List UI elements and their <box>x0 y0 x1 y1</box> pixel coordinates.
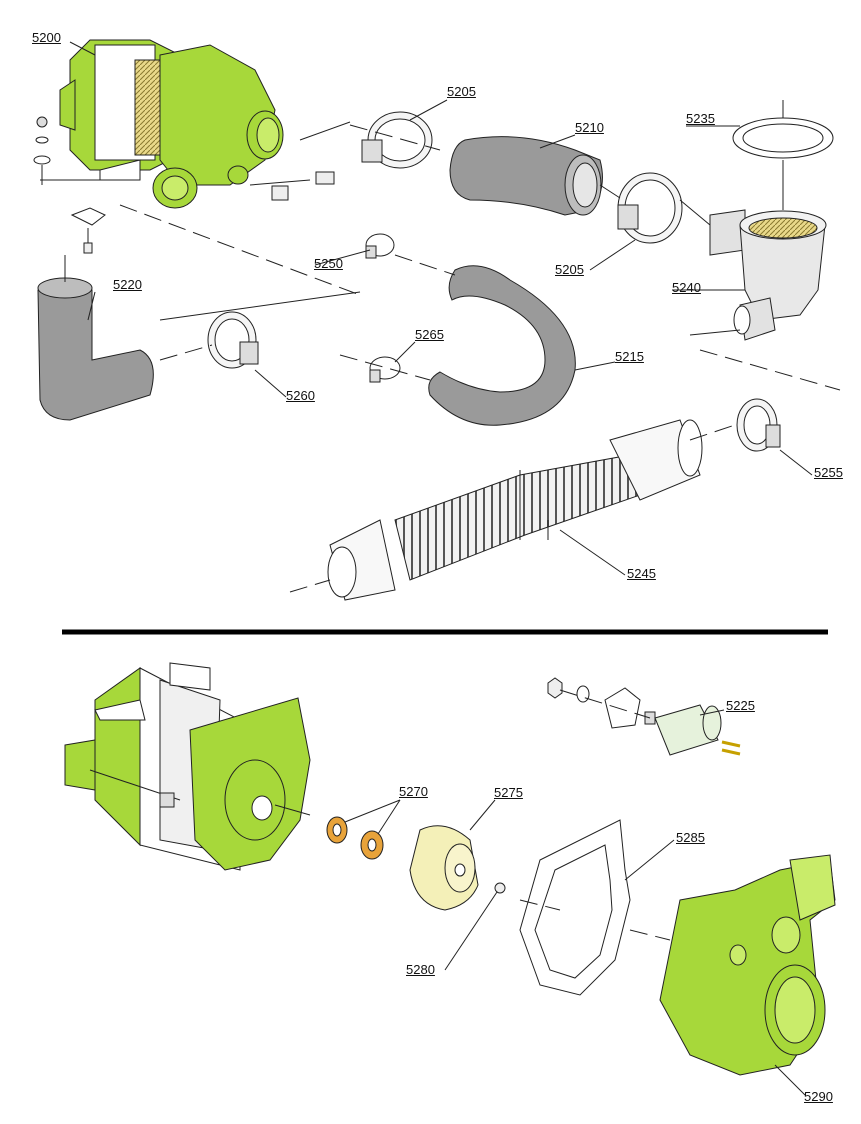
strainer-housing-5240 <box>709 160 827 341</box>
hose-clamp-5250 <box>365 233 395 259</box>
label-5245: 5245 <box>627 566 656 581</box>
hose-clamp-5255 <box>736 398 781 452</box>
label-5225: 5225 <box>726 698 755 713</box>
label-5285: 5285 <box>676 830 705 845</box>
impeller-5275 <box>409 825 479 911</box>
nut-5280 <box>494 882 506 894</box>
nut-washer-stack <box>33 116 51 185</box>
label-5220: 5220 <box>113 277 142 292</box>
assembly-axis-lines-top <box>119 124 841 593</box>
label-5205-b: 5205 <box>555 262 584 277</box>
pump-motor-5200 <box>40 39 284 209</box>
leader-lines-bottom <box>344 709 806 1096</box>
u-hose-5215 <box>428 265 576 426</box>
label-5235: 5235 <box>686 111 715 126</box>
assembly-lines-solid <box>159 121 741 336</box>
corrugated-hose-5245 <box>327 419 703 601</box>
hose-clamp-5260 <box>207 311 259 369</box>
label-5240: 5240 <box>672 280 701 295</box>
label-5205-a: 5205 <box>447 84 476 99</box>
hose-clamp-5265 <box>369 356 401 383</box>
label-5265: 5265 <box>415 327 444 342</box>
leader-lines-top <box>69 41 813 576</box>
sealing-ring-5235 <box>732 100 834 159</box>
label-5280: 5280 <box>406 962 435 977</box>
label-5215: 5215 <box>615 349 644 364</box>
motor-body <box>64 662 311 871</box>
elbow-hose-5220 <box>37 255 154 421</box>
label-5250: 5250 <box>314 256 343 271</box>
capacitor-assembly-5225 <box>547 677 741 756</box>
label-5270: 5270 <box>399 784 428 799</box>
bracket-screw <box>70 207 106 254</box>
bearing-5270-a <box>326 816 348 844</box>
pump-housing-5290 <box>659 854 836 1076</box>
label-5290: 5290 <box>804 1089 833 1104</box>
drain-fittings <box>271 171 335 201</box>
label-5210: 5210 <box>575 120 604 135</box>
hose-5210 <box>449 136 603 216</box>
gasket-5285 <box>519 819 631 996</box>
label-5200: 5200 <box>32 30 61 45</box>
hose-clamp-5205-a <box>361 111 433 169</box>
label-5255: 5255 <box>814 465 843 480</box>
hose-clamp-5205-b <box>617 172 683 244</box>
label-5260: 5260 <box>286 388 315 403</box>
assembly-axis-lines-bottom <box>519 689 671 941</box>
bearing-5270-b <box>360 830 384 860</box>
label-5275: 5275 <box>494 785 523 800</box>
